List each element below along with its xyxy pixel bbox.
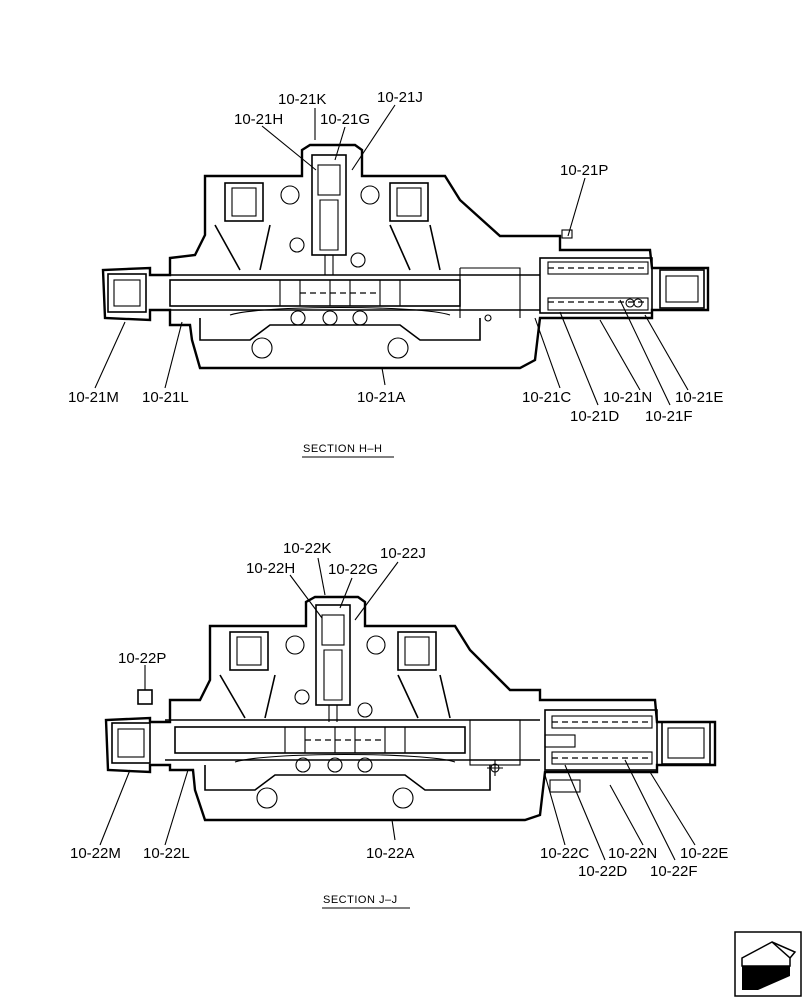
label-part-k-h: 10-21K [278,91,326,108]
section-caption-j: SECTION J–J [323,894,398,906]
relief-valve [311,154,347,256]
label-part-e-h: 10-21E [675,389,723,406]
label-part-c-h: 10-21C [522,389,571,406]
label-part-n-j: 10-22N [608,845,657,862]
label-part-j-j: 10-22J [380,545,426,562]
label-part-a-h: 10-21A [357,389,405,406]
spring-housing [539,257,653,314]
label-part-h-h: 10-21H [234,111,283,128]
label-part-d-j: 10-22D [578,863,627,880]
label-part-g-j: 10-22G [328,561,378,578]
label-part-p-j: 10-22P [118,650,166,667]
label-part-p-h: 10-21P [560,162,608,179]
valve-body-outline-j [104,595,717,822]
label-part-g-h: 10-21G [320,111,370,128]
label-part-h-j: 10-22H [246,560,295,577]
label-part-a-j: 10-22A [366,845,414,862]
label-part-f-h: 10-21F [645,408,693,425]
port-plug-j [137,689,153,705]
label-part-c-j: 10-22C [540,845,589,862]
label-part-k-j: 10-22K [283,540,331,557]
section-caption-h: SECTION H–H [303,443,382,455]
spool [169,279,461,307]
spool-j [174,726,466,754]
spool-bore [160,274,540,311]
label-part-d-h: 10-21D [570,408,619,425]
section-j-j: 10-22K 10-22J 10-22H 10-22G 10-22P 10-22… [70,540,728,909]
label-part-l-h: 10-21L [142,389,189,406]
lower-passage [199,318,481,341]
label-part-m-j: 10-22M [70,845,121,862]
next-page-arrow-icon[interactable] [734,931,802,997]
label-part-m-h: 10-21M [68,389,119,406]
end-cap-right [659,269,705,309]
label-part-e-j: 10-22E [680,845,728,862]
end-cap-left [107,273,147,313]
section-h-h: 10-21K 10-21J 10-21H 10-21G 10-21P 10-21… [68,89,723,458]
label-part-l-j: 10-22L [143,845,190,862]
label-part-n-h: 10-21N [603,389,652,406]
valve-body-outline [101,143,710,370]
label-part-f-j: 10-22F [650,863,698,880]
label-part-j-h: 10-21J [377,89,423,106]
